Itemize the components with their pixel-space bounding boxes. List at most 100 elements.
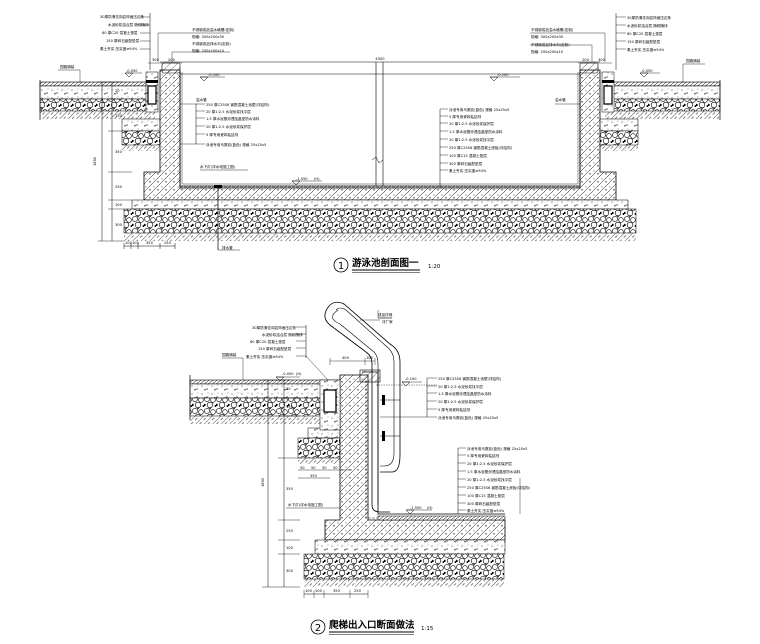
- note-tr-2: 60 厚C20 混凝土垫层: [627, 31, 663, 36]
- note-tle-1: 规格: 300x200x30: [192, 34, 225, 39]
- dim-bottom-1: 100: [132, 241, 140, 245]
- ladder-label: 成品扶梯: [378, 312, 393, 317]
- paving-left: [39, 80, 156, 120]
- s2-floor-note-3: 1.5 厚水泥基渗透结晶型防水涂料: [467, 469, 521, 474]
- s2-paving: [189, 375, 341, 424]
- dimensions-top: 300 200 200 300: [148, 58, 612, 64]
- s2-floor-note-5: 250 厚C25S6 钢筋混凝土底板(详结构): [467, 485, 531, 490]
- dim-left-5: 100: [115, 203, 123, 207]
- label-overflow-right: 溢水管: [555, 97, 566, 102]
- note-tre-0: 不锈钢成品溢水格栅(定制): [531, 27, 574, 32]
- floor-note-2: 20 厚1:2.5 水泥砂浆保护层: [449, 121, 494, 126]
- drain-pipe: 排水管: [214, 185, 240, 251]
- s2-elevation-bottom: -1.550: [410, 506, 422, 510]
- note-tl-0: 30厚防滑花岗岩饰面压边条: [100, 14, 145, 19]
- s2-wall-note-2: 1.5 厚水泥基渗透结晶型防水涂料: [438, 391, 492, 396]
- note-tle-2: 不锈钢成品排水沟(定制): [192, 41, 231, 46]
- floor-note-7: 300 厚碎石级配垫层: [449, 161, 483, 166]
- gap-dimension: 4500: [375, 57, 385, 61]
- dim-left-total: 1850: [93, 156, 97, 166]
- s2-lamp-note: 水下灯(详水电施工图): [286, 502, 340, 509]
- s2-wall-notes: 250 厚C25S6 钢筋混凝土池壁(详结构) 20 厚1:2.5 水泥砂浆找平…: [376, 376, 502, 420]
- s2-dim-bottom-0: 100: [305, 589, 313, 593]
- gutter-right: [579, 62, 615, 113]
- note-tr-1: 水泥砂浆结合层 随砌随抹: [627, 23, 668, 28]
- ladder: 成品扶梯 详厂家: [324, 301, 401, 513]
- dim-left-6: 300: [115, 223, 123, 227]
- floor-note-6: 100 厚C15 混凝土垫层: [449, 153, 487, 158]
- dim-left-2: 150: [115, 114, 123, 118]
- dim-top-right-0: 200: [582, 58, 590, 62]
- label-paving-left: 园路铺装: [60, 64, 75, 69]
- s2-dim-left-total: 1850: [261, 477, 265, 487]
- s2-dim-mid-1: 50: [311, 466, 316, 470]
- s2-floor-note-0: 泳池专用马赛克(蓝色) 规格 25x25x5: [467, 446, 527, 451]
- s2-elevation-water: -0.100: [405, 377, 417, 381]
- s2-elevation-note-bottom: (H): [427, 506, 433, 510]
- s2-floor-note-1: 5 厚专用瓷砖粘结剂: [467, 453, 500, 458]
- s2-floor-note-4: 20 厚1:2.5 水泥砂浆找平层: [467, 477, 512, 482]
- s2-dim-bottom-1: 100: [315, 589, 323, 593]
- dim-bottom-0: 100: [125, 241, 133, 245]
- s2-dim-mid-0: 50: [300, 466, 305, 470]
- dim-bottom-3: 250: [164, 241, 172, 245]
- s2-dim-top-1: 100: [366, 356, 374, 360]
- dim-top-right-1: 300: [598, 58, 606, 62]
- note-tr-3: 150 厚碎石级配垫层: [627, 39, 661, 44]
- s2-floor-note-6: 100 厚C15 混凝土垫层: [467, 493, 505, 498]
- left-foundation-steps: [121, 118, 639, 151]
- pool-structure: [143, 69, 617, 201]
- label-drain: 排水管: [222, 245, 233, 250]
- s2-edge-note-2: 60 厚C20 混凝土垫层: [250, 339, 286, 344]
- s2-dim-left-5: 300: [286, 569, 294, 573]
- notes-top-right: 30厚防滑花岗岩饰面压边条 水泥砂浆结合层 随砌随抹 60 厚C20 混凝土垫层…: [530, 13, 705, 83]
- s2-wall-note-0: 250 厚C25S6 钢筋混凝土池壁(详结构): [438, 376, 502, 381]
- elevation-water-left: -0.100: [208, 73, 220, 77]
- s2-dimensions-top: 400 100: [329, 356, 376, 365]
- wall-note-0: 250 厚C25S6 钢筋混凝土池壁(详结构): [206, 102, 270, 107]
- s2-dim-top-0: 400: [342, 356, 350, 360]
- lamp-note: 水下灯(详水电施工图): [200, 164, 236, 169]
- section-2-number: 2: [315, 623, 321, 634]
- elevation-water-right: -0.100: [497, 73, 509, 77]
- floor-notes-right: 泳池专用马赛克(蓝色) 规格 25x25x5 5 厚专用瓷砖粘结剂 20 厚1:…: [439, 97, 580, 188]
- elevation-right: -0.050: [641, 69, 653, 73]
- s2-dim-left-3: 250: [286, 529, 294, 533]
- s2-dim-mid-total: 350: [310, 474, 318, 478]
- s2-dimensions-left: 30 150 350 250 100 300 1850: [261, 379, 300, 588]
- note-tl-2: 60 厚C20 混凝土垫层: [102, 30, 138, 35]
- note-tre-3: 规格: 200x200x10: [531, 49, 564, 54]
- s2-edge-notes: 30厚防滑花岗岩饰面压边条 水泥砂浆结合层 随砌随抹 60 厚C20 混凝土垫层…: [222, 325, 329, 381]
- s2-dim-mid-2: 50: [322, 466, 327, 470]
- s2-elevations: -0.050 (H) -0.100 -1.550 (H): [275, 372, 433, 515]
- pool-base-layers: [123, 199, 637, 241]
- s2-elevation-note-top: (H): [296, 372, 302, 376]
- s2-edge-note-0: 30厚防滑花岗岩饰面压边条: [252, 325, 297, 330]
- section-2-title: 2 爬梯出入口断面做法 1:15: [310, 619, 434, 635]
- s2-dimensions-mid: 50 50 50 50 350: [298, 466, 352, 479]
- dimensions-bottom: 100 100 350 250: [123, 241, 176, 249]
- elevation-note: (H): [314, 177, 320, 181]
- section-2: 成品扶梯 详厂家 30厚防滑花岗岩饰面压边条 水泥砂浆结合层 随砌随抹 60 厚…: [189, 301, 531, 635]
- floor-note-8: 素土夯实 压实度≥94%: [449, 168, 487, 173]
- floor-note-4: 20 厚1:2.5 水泥砂浆找平层: [449, 137, 494, 142]
- elevation-markers: -0.050 -0.100 -0.100 -0.050 -1.550 (H): [124, 69, 660, 186]
- section-2-scale: 1:15: [421, 626, 434, 632]
- floor-note-3: 1.5 厚水泥基渗透结晶型防水涂料: [449, 129, 503, 134]
- elevation-left-1: -0.050: [126, 69, 138, 73]
- section-1-title: 1 游泳池剖面图一 1:20: [333, 257, 441, 273]
- section-1-scale: 1:20: [428, 264, 441, 270]
- wall-notes-left: 250 厚C25S6 钢筋混凝土池壁(详结构) 20 厚1:2.5 水泥砂浆找平…: [180, 97, 270, 171]
- s2-wall-note-1: 20 厚1:2.5 水泥砂浆找平层: [438, 384, 483, 389]
- s2-dim-left-0: 30: [286, 387, 291, 391]
- s2-wall-note-3: 20 厚1:2.5 水泥砂浆保护层: [438, 399, 483, 404]
- s2-dim-left-2: 350: [286, 487, 294, 491]
- floor-note-1: 5 厚专用瓷砖粘结剂: [449, 114, 482, 119]
- floor-note-0: 泳池专用马赛克(蓝色) 规格 25x25x5: [449, 107, 509, 112]
- note-tl-4: 素土夯实 压实度≥94%: [100, 46, 138, 51]
- ladder-sub-label: 详厂家: [382, 319, 393, 324]
- s2-dimensions-bottom: 100 100 350 250: [303, 589, 369, 598]
- s2-floor-note-8: 素土夯实 压实度≥94%: [467, 508, 505, 513]
- s2-elevation-top: -0.050: [282, 372, 294, 376]
